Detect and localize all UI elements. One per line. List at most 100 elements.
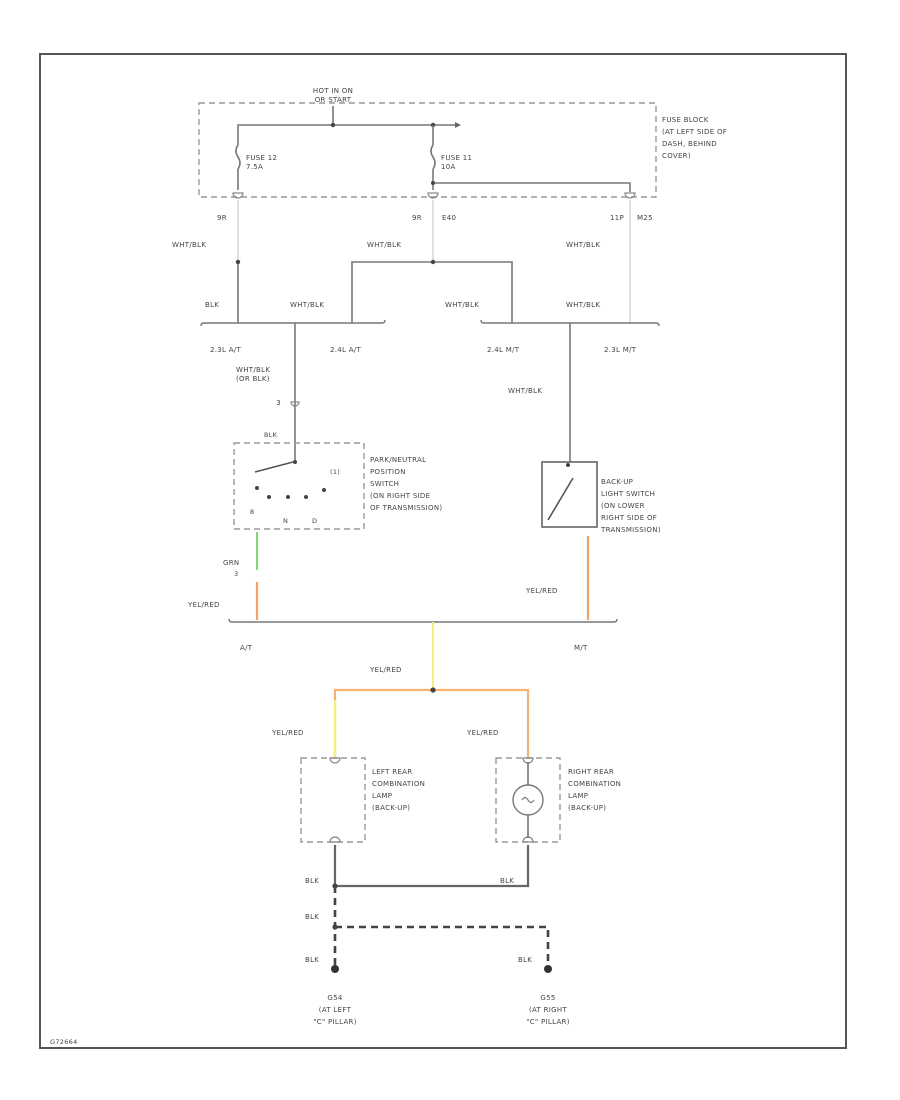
connector-label-c: 3 — [234, 570, 238, 578]
splice-dot — [235, 259, 241, 265]
ground-g55-id: G55 — [540, 994, 555, 1002]
fuse-block-label-4: COVER) — [662, 152, 691, 160]
ground-g55-loc-2: "C" PILLAR) — [526, 1018, 569, 1026]
connector-9r-icon — [232, 192, 244, 199]
option-label-at: A/T — [240, 644, 253, 652]
fuse-12-icon — [235, 144, 241, 170]
fuse-block-label-3: DASH, BEHIND — [662, 140, 717, 148]
backup-switch-blade-icon — [547, 477, 574, 521]
fuse-block-outline — [198, 102, 657, 198]
splice-dot — [330, 122, 336, 128]
connector-label-m25: M25 — [637, 214, 653, 222]
connector-9r-e40-icon — [427, 192, 439, 199]
pn-switch-blade-icon — [254, 461, 294, 473]
wire-label-blk: BLK — [518, 956, 532, 964]
pn-switch-label-1: PARK/NEUTRAL — [370, 456, 426, 464]
wire-label-wht-blk: WHT/BLK — [172, 241, 206, 249]
pn-switch-label-2: POSITION — [370, 468, 406, 476]
wire-label-yel-red: YEL/RED — [271, 729, 304, 737]
wire-label-blk: BLK — [305, 956, 319, 964]
wire-label-blk: BLK — [205, 301, 219, 309]
pn-pin-label-n: N — [283, 517, 288, 525]
fuse-11-rating: 10A — [441, 163, 456, 171]
fuse-block-label-2: (AT LEFT SIDE OF — [662, 128, 727, 136]
figure-code: G72664 — [50, 1038, 78, 1046]
backup-switch-label-5: TRANSMISSION) — [600, 526, 661, 534]
option-label-mt: M/T — [574, 644, 588, 652]
lamp-connector-icon — [522, 757, 534, 764]
wire-label-wht-blk: WHT/BLK — [566, 301, 600, 309]
switch-contact-dot — [566, 463, 570, 467]
wire-label-wht-blk: WHT/BLK — [367, 241, 401, 249]
switch-contact-dot — [286, 495, 290, 499]
source-label-1: HOT IN ON — [313, 87, 353, 95]
right-lamp-label-4: (BACK-UP) — [568, 804, 606, 812]
switch-contact-dot — [304, 495, 308, 499]
source-label-2: OR START — [315, 96, 352, 104]
left-lamp-label-2: COMBINATION — [372, 780, 425, 788]
wire-label-yel-red: YEL/RED — [369, 666, 402, 674]
pn-switch-label-3: SWITCH — [370, 480, 399, 488]
fuse-11-branch-wire — [433, 182, 631, 192]
wire-label-wht-blk: WHT/BLK — [445, 301, 479, 309]
lamp-connector-icon — [329, 836, 341, 843]
option-bus-transmission — [228, 618, 618, 623]
pn-switch-label-4: (ON RIGHT SIDE — [370, 492, 430, 500]
wire-label-yel-red: YEL/RED — [466, 729, 499, 737]
bulb-filament-icon — [521, 796, 535, 804]
left-lamp-label-1: LEFT REAR — [372, 768, 412, 776]
wire-label-yel-red: YEL/RED — [525, 587, 558, 595]
wire-label-blk: BLK — [500, 877, 514, 885]
pn-switch-outline — [233, 442, 365, 530]
wire-label-yel-red: YEL/RED — [187, 601, 220, 609]
splice-dot — [431, 181, 435, 185]
switch-contact-dot — [255, 486, 259, 490]
wire-blk-right-ground — [335, 925, 550, 968]
left-lamp-outline — [300, 757, 366, 843]
diagram-frame — [39, 53, 847, 1049]
pn-pin-label-num: 8 — [250, 508, 254, 516]
fuse-11-name: FUSE 11 — [441, 154, 472, 162]
connector-label-3: 3 — [276, 399, 281, 407]
right-lamp-label-3: LAMP — [568, 792, 588, 800]
backup-switch-body — [541, 461, 598, 528]
ground-g54-icon — [331, 965, 339, 973]
wire-label-or-blk: (OR BLK) — [236, 375, 270, 383]
fuse-12-name: FUSE 12 — [246, 154, 277, 162]
lamp-connector-icon — [522, 836, 534, 843]
backup-switch-label-4: RIGHT SIDE OF — [601, 514, 657, 522]
option-label-23mt: 2.3L M/T — [604, 346, 637, 354]
wire-label-wht-blk: WHT/BLK — [236, 366, 270, 374]
backup-switch-label-3: (ON LOWER — [601, 502, 645, 510]
wire-lamp-feeds — [333, 688, 530, 758]
switch-contact-dot — [267, 495, 271, 499]
wire-label-blk: BLK — [305, 913, 319, 921]
left-lamp-label-4: (BACK-UP) — [372, 804, 410, 812]
ground-g54-id: G54 — [327, 994, 342, 1002]
fuse-12-rating: 7.5A — [246, 163, 263, 171]
option-bus-left — [200, 319, 386, 327]
splice-dot — [430, 259, 436, 265]
ground-g54-loc-2: "C" PILLAR) — [313, 1018, 356, 1026]
right-lamp-label-2: COMBINATION — [568, 780, 621, 788]
connector-11p-icon — [624, 192, 636, 199]
connector-label-e40: E40 — [442, 214, 456, 222]
connector-label-9r: 9R — [412, 214, 422, 222]
wire-label-wht-blk: WHT/BLK — [290, 301, 324, 309]
wire-center-split — [351, 261, 513, 323]
option-label-24mt: 2.4L M/T — [487, 346, 520, 354]
pn-switch-label-5: OF TRANSMISSION) — [370, 504, 442, 512]
backup-switch-label-2: LIGHT SWITCH — [601, 490, 655, 498]
wire-label-grn: GRN — [223, 559, 239, 567]
ground-g55-icon — [544, 965, 552, 973]
switch-contact-dot — [322, 488, 326, 492]
wire-label-wht-blk: WHT/BLK — [566, 241, 600, 249]
connector-3-icon — [290, 401, 300, 407]
ground-g54-loc-1: (AT LEFT — [319, 1006, 352, 1014]
bus-arrow-icon — [455, 122, 461, 128]
lamp-connector-icon — [329, 757, 341, 764]
fuse-bus-wire — [237, 124, 455, 140]
ground-g55-loc-1: (AT RIGHT — [529, 1006, 567, 1014]
wire-label-blk: BLK — [305, 877, 319, 885]
fuse-block-label-1: FUSE BLOCK — [662, 116, 709, 124]
